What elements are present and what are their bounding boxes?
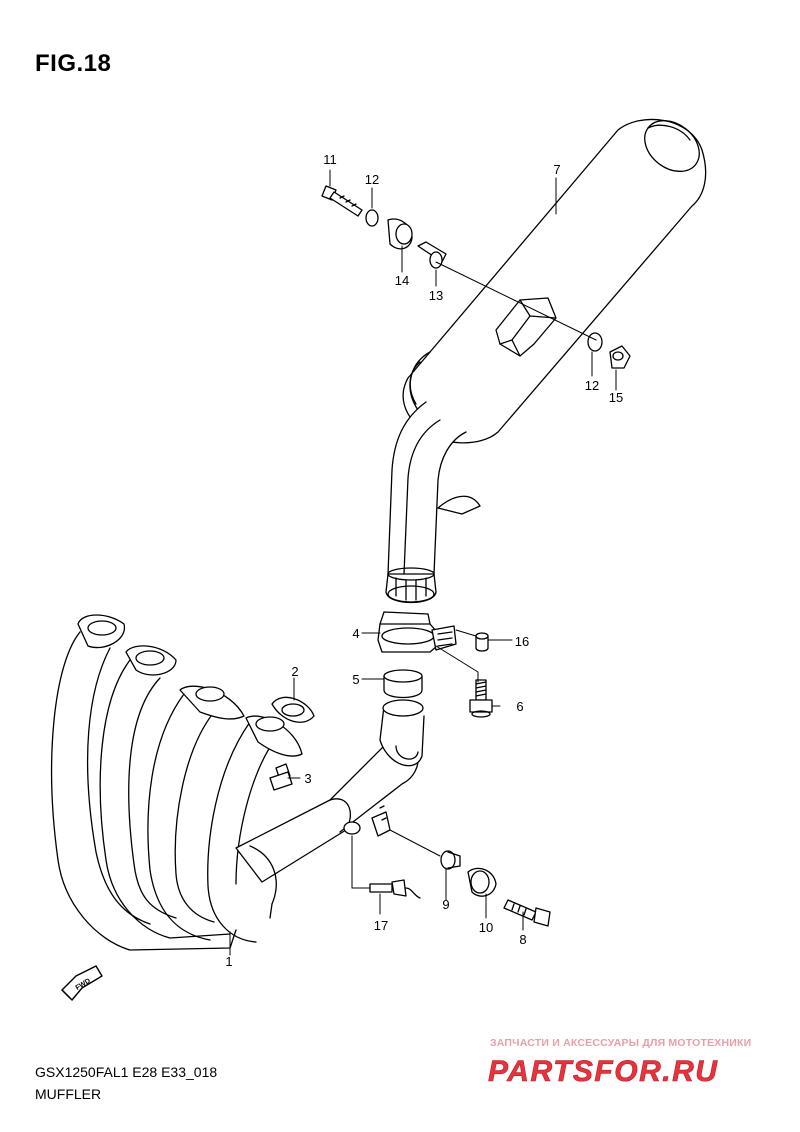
callout-7: 7 — [553, 162, 560, 177]
section-name: MUFFLER — [35, 1086, 102, 1102]
callout-numbers: 1 2 3 4 5 6 7 8 9 10 11 12 12 13 14 15 1… — [225, 152, 623, 969]
nut-part-15 — [609, 345, 631, 369]
bolt-part-11 — [321, 185, 363, 217]
callout-5: 5 — [352, 672, 359, 687]
grommet-part-10 — [467, 867, 497, 897]
callout-12-upper: 12 — [365, 172, 379, 187]
grommet-part-14 — [387, 218, 413, 250]
collar-part-9 — [440, 850, 461, 870]
callout-3: 3 — [304, 771, 311, 786]
collar-part-13 — [417, 241, 447, 269]
callout-10: 10 — [479, 920, 493, 935]
model-code: GSX1250FAL1 E28 E33_018 — [35, 1064, 218, 1080]
watermark-logo-text: PARTSFOR.RU — [488, 1055, 718, 1088]
watermark-logo: PARTSFOR.RU — [488, 1055, 718, 1088]
callout-6: 6 — [516, 699, 523, 714]
bolt-part-3 — [269, 763, 293, 791]
callout-1: 1 — [225, 954, 232, 969]
exhaust-pipe-part-1 — [51, 614, 425, 951]
clamp-part-4 — [377, 611, 457, 653]
muffler-part-7 — [385, 118, 707, 604]
callout-12-lower: 12 — [585, 378, 599, 393]
gasket-part-5 — [383, 669, 423, 699]
callout-2: 2 — [291, 664, 298, 679]
callout-17: 17 — [374, 918, 388, 933]
spacer-part-16 — [475, 632, 489, 652]
callout-4: 4 — [352, 626, 359, 641]
figure-title: FIG.18 — [35, 50, 112, 77]
sensor-part-17 — [369, 879, 421, 899]
callout-11: 11 — [323, 152, 337, 167]
forward-direction-arrow-icon: FWD — [61, 965, 103, 1001]
leader-lines — [229, 169, 617, 956]
callout-13: 13 — [429, 288, 443, 303]
washer-part-12-upper — [365, 209, 379, 227]
watermark-tagline: ЗАПЧАСТИ И АКСЕССУАРЫ ДЛЯ МОТОТЕХНИКИ — [490, 1037, 752, 1049]
callout-8: 8 — [519, 932, 526, 947]
bolt-part-8 — [503, 899, 551, 927]
callout-16: 16 — [515, 634, 529, 649]
callout-9: 9 — [442, 897, 449, 912]
gasket-part-2 — [271, 696, 315, 723]
washer-part-12-lower — [587, 332, 603, 352]
bolt-part-6 — [469, 679, 493, 718]
callout-15: 15 — [609, 390, 623, 405]
callout-14: 14 — [395, 273, 409, 288]
